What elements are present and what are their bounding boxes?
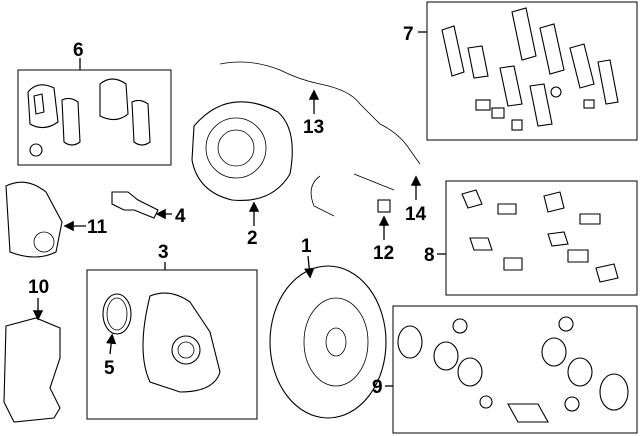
rebuild-kit-box — [392, 305, 638, 434]
callout-8: 8 — [424, 245, 435, 266]
guide-bolt — [111, 191, 159, 219]
brake-pad-left-pair — [27, 78, 151, 157]
caliper-bracket — [3, 317, 61, 423]
brake-hose — [310, 173, 395, 217]
clip-set-box — [445, 180, 638, 296]
callout-3: 3 — [158, 242, 169, 263]
caliper-box — [86, 269, 258, 420]
callout-12: 12 — [373, 243, 394, 264]
callout-7: 7 — [403, 24, 414, 45]
caliper-assembly — [5, 181, 63, 258]
pad-kit-group — [17, 58, 172, 166]
pad-set-box — [426, 1, 638, 141]
callout-1: 1 — [301, 236, 312, 257]
caliper-group — [86, 262, 258, 420]
sensor-wire — [219, 61, 421, 165]
callout-10: 10 — [28, 277, 49, 298]
callout-6: 6 — [73, 40, 84, 61]
callout-5: 5 — [104, 358, 115, 379]
hose-fitting — [377, 199, 391, 213]
callout-14: 14 — [405, 204, 427, 225]
callout-4: 4 — [175, 206, 186, 227]
callout-2: 2 — [247, 228, 258, 249]
clip-set-group — [437, 180, 638, 296]
piston-seal — [102, 293, 132, 335]
callout-11: 11 — [87, 217, 108, 238]
brake-rotor — [269, 265, 387, 419]
pad-set-group — [418, 1, 638, 141]
callout-13: 13 — [303, 117, 324, 138]
rebuild-kit-parts — [397, 316, 629, 423]
backing-plate — [191, 101, 293, 202]
pad-set-parts — [441, 7, 619, 131]
pad-kit-box — [17, 69, 172, 166]
rebuild-kit-group — [385, 305, 638, 434]
callout-9: 9 — [372, 377, 383, 398]
clip-set-parts — [461, 189, 619, 283]
